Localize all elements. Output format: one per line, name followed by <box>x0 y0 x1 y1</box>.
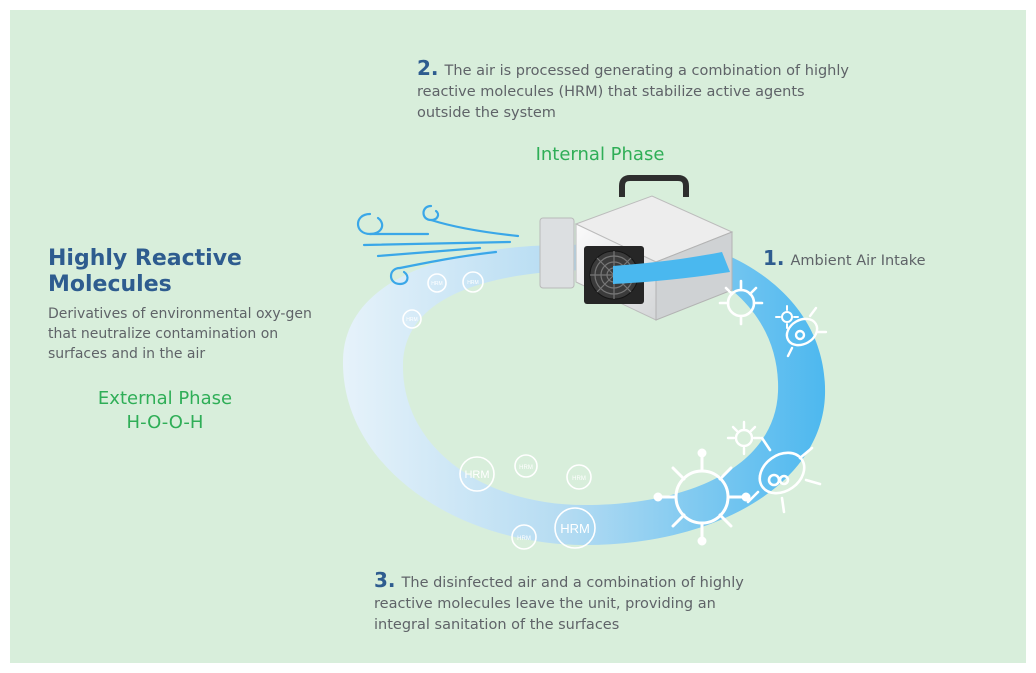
diagram-canvas: HRM HRM HRM HRM HRM HRM HRM HRM 2.The ai… <box>10 10 1026 663</box>
step-2-number: 2. <box>417 56 439 80</box>
hrm-bubble-label: HRM <box>406 317 417 323</box>
bacteria-icon <box>746 436 822 514</box>
air-purifier-device <box>539 175 734 321</box>
external-phase-label: External Phase <box>97 388 233 409</box>
hrm-bubble-label: HRM <box>517 536 531 542</box>
hrm-bubble-label: HRM <box>464 469 489 481</box>
diagram-graphics: HRM HRM HRM HRM HRM HRM HRM HRM <box>342 175 828 550</box>
hrm-bubble-label: HRM <box>560 521 590 536</box>
hrm-bubble-label: HRM <box>519 465 533 471</box>
step-3-number: 3. <box>374 568 396 592</box>
internal-phase-label: Internal Phase <box>535 144 665 165</box>
hrm-bubble-label: HRM <box>467 280 478 286</box>
virus-icon <box>775 305 799 329</box>
step-1-text: Ambient Air Intake <box>790 253 926 269</box>
hrm-description: Derivatives of environmental oxy-gen tha… <box>48 306 312 362</box>
step-1-description: 1. Ambient Air Intake <box>763 248 1023 272</box>
step-2-description: 2.The air is processed generating a comb… <box>417 58 857 124</box>
hrm-title: Highly Reactive Molecules <box>48 246 242 297</box>
virus-icon <box>653 448 751 546</box>
external-phase-block: External Phase H-O-O-H <box>50 387 280 435</box>
hrm-molecule-icon <box>402 271 596 550</box>
virus-icon <box>718 279 764 326</box>
hrm-formula: H-O-O-H <box>126 412 204 433</box>
air-wind-icon <box>356 204 520 286</box>
step-3-text: The disinfected air and a combination of… <box>374 575 744 633</box>
virus-icon <box>726 420 762 456</box>
hrm-bubble-label: HRM <box>572 476 586 482</box>
step-1-number: 1. <box>763 246 785 270</box>
hrm-bubble-label: HRM <box>431 281 442 287</box>
step-2-text: The air is processed generating a combin… <box>417 63 849 121</box>
step-3-description: 3.The disinfected air and a combination … <box>374 570 754 636</box>
bacteria-icon <box>785 306 828 358</box>
intake-stream <box>613 252 730 284</box>
